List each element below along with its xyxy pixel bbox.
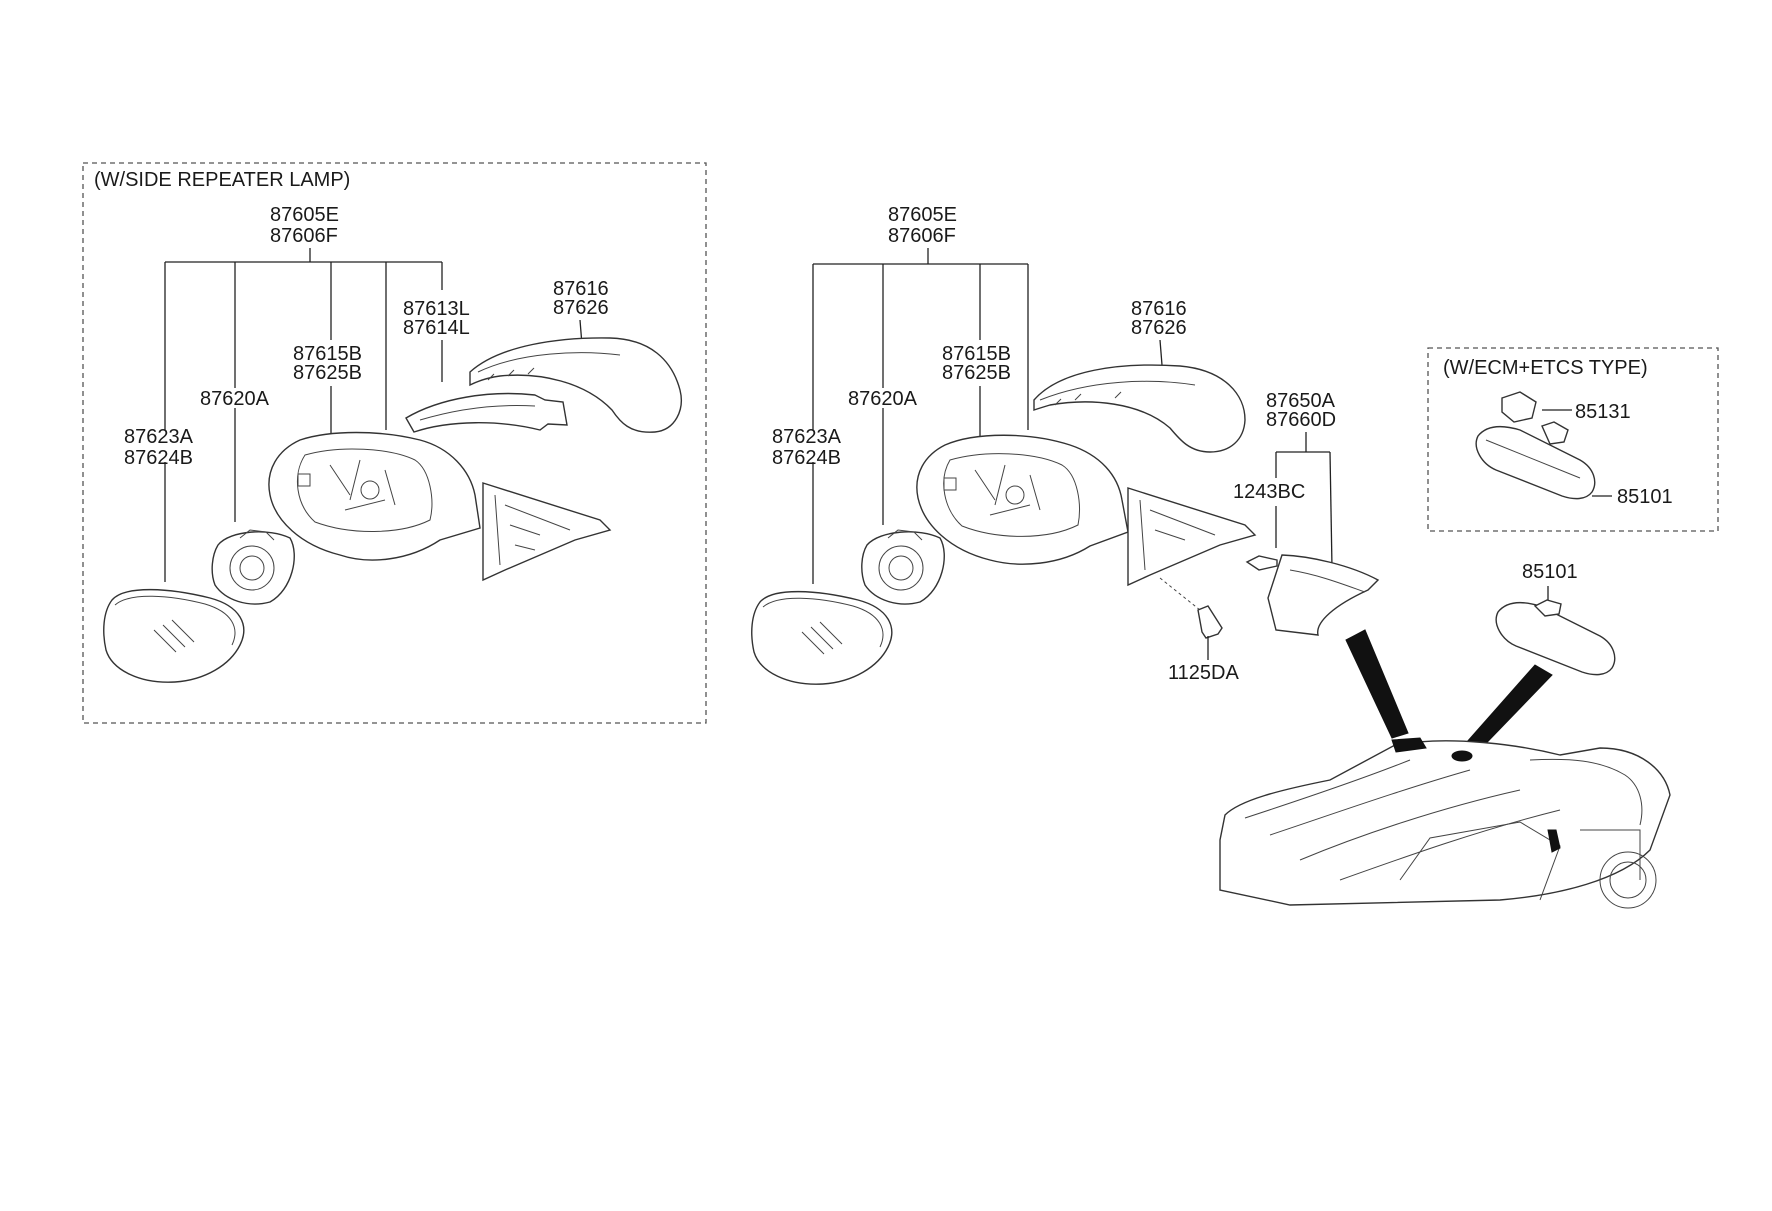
center-mirror-glass-drawing [751, 590, 893, 685]
center-bolt-drawing [1197, 605, 1223, 639]
inside-mirror-box: (W/ECM+ETCS TYPE) 85131 85101 [1427, 347, 1719, 532]
center-actuator-label[interactable]: 87620A [848, 388, 918, 410]
box-cover-label[interactable]: 85131 [1575, 401, 1631, 423]
center-mirror-cap-drawing [1033, 364, 1246, 453]
left-repeater-label-1[interactable]: 87613L [403, 298, 470, 320]
left-assembly-label-1[interactable]: 87605E [270, 204, 339, 226]
center-screw-drawing [1245, 555, 1278, 571]
center-housing-label-2[interactable]: 87625B [942, 362, 1011, 384]
center-trim-cover-bracket [1275, 432, 1333, 569]
inside-mirror-section: 85101 [1219, 561, 1671, 909]
box-ecm-connector-drawing [1541, 421, 1569, 445]
left-assembly-label-2[interactable]: 87606F [270, 225, 338, 247]
center-trim-cover-label-1[interactable]: 87650A [1266, 390, 1336, 412]
vehicle-drawing [1219, 737, 1671, 909]
left-housing-label-1[interactable]: 87615B [293, 343, 362, 365]
center-screw-label[interactable]: 1243BC [1233, 481, 1305, 503]
left-glass-label-1[interactable]: 87623A [124, 426, 194, 448]
center-assembly-bracket [812, 248, 1029, 584]
center-mirror-base-drawing [1127, 487, 1257, 587]
center-glass-label-2[interactable]: 87624B [772, 447, 841, 469]
inside-mirror-drawing [1495, 599, 1616, 676]
left-group-frame [82, 162, 707, 724]
center-actuator-drawing [861, 529, 945, 605]
left-repeater-label-2[interactable]: 87614L [403, 317, 470, 339]
center-group: 87605E 87606F 87616 87626 87615B 87625B … [751, 204, 1380, 685]
left-group: (W/SIDE REPEATER LAMP) 87605E 87606F 876… [82, 162, 707, 724]
left-mirror-housing-drawing [268, 431, 481, 561]
left-repeater-lamp-drawing [405, 392, 568, 433]
trim-pointer [1345, 629, 1409, 739]
left-glass-label-2[interactable]: 87624B [124, 447, 193, 469]
center-glass-label-1[interactable]: 87623A [772, 426, 842, 448]
center-trim-cover-label-2[interactable]: 87660D [1266, 409, 1336, 431]
left-mirror-base-drawing [482, 482, 612, 582]
center-cover-label-2[interactable]: 87626 [1131, 317, 1187, 339]
center-cover-leader [1159, 339, 1163, 366]
center-trim-cover-drawing [1267, 554, 1380, 636]
left-group-title: (W/SIDE REPEATER LAMP) [94, 169, 350, 191]
center-bolt-label[interactable]: 1125DA [1168, 662, 1239, 684]
left-mirror-cap-drawing [469, 337, 682, 433]
box-mirror-label[interactable]: 85101 [1617, 486, 1673, 508]
left-cover-label-2[interactable]: 87626 [553, 297, 609, 319]
left-assembly-bracket [164, 248, 443, 582]
left-housing-label-2[interactable]: 87625B [293, 362, 362, 384]
inside-mirror-box-title: (W/ECM+ETCS TYPE) [1443, 357, 1648, 379]
inside-mirror-label[interactable]: 85101 [1522, 561, 1578, 583]
center-assembly-label-1[interactable]: 87605E [888, 204, 957, 226]
center-assembly-label-2[interactable]: 87606F [888, 225, 956, 247]
box-ecm-cover-drawing [1501, 391, 1537, 423]
left-cover-label-1[interactable]: 87616 [553, 278, 609, 300]
left-actuator-drawing [211, 529, 295, 605]
left-mirror-glass-drawing [103, 588, 245, 683]
center-housing-label-1[interactable]: 87615B [942, 343, 1011, 365]
inside-mirror-box-frame [1427, 347, 1719, 532]
center-bolt-guide [1159, 577, 1201, 611]
left-actuator-label[interactable]: 87620A [200, 388, 270, 410]
center-cover-label-1[interactable]: 87616 [1131, 298, 1187, 320]
box-ecm-mirror-drawing [1475, 425, 1596, 500]
